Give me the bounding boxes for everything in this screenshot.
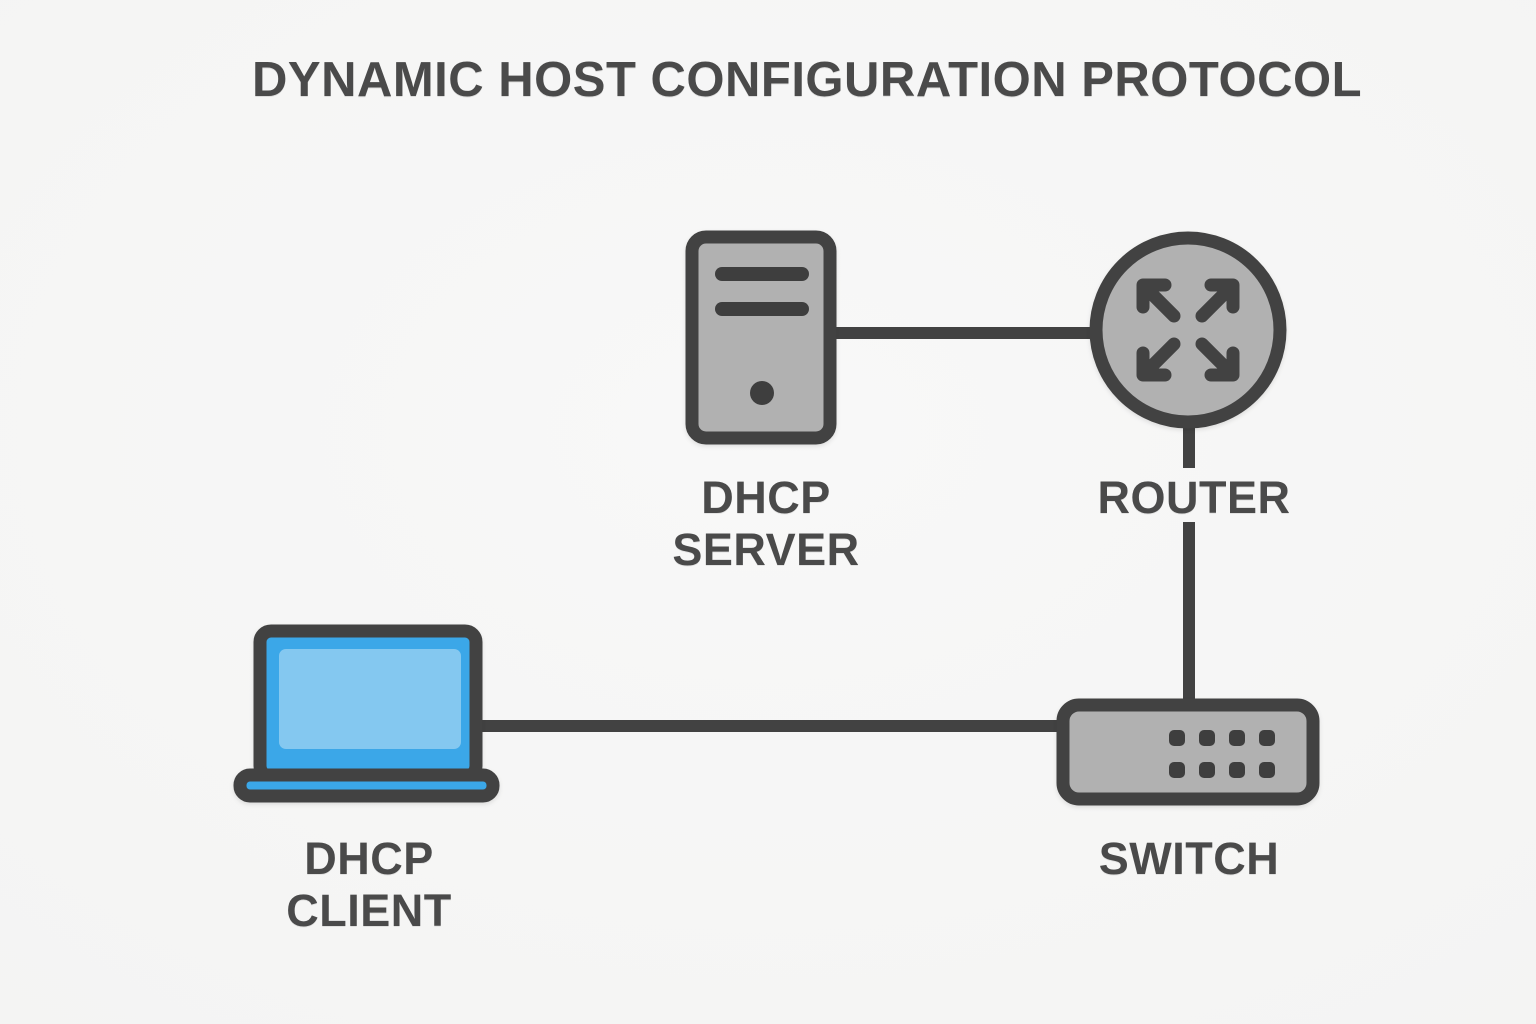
switch-port — [1199, 730, 1215, 746]
router-arrows — [1136, 278, 1240, 382]
switch-port — [1229, 762, 1245, 778]
dhcp-server-label: DHCP SERVER — [672, 472, 859, 576]
switch-port — [1169, 730, 1185, 746]
dhcp-client-label-line1: DHCP — [304, 833, 434, 884]
server-tower-icon — [685, 230, 837, 445]
server-power-dot — [750, 381, 774, 405]
switch-port — [1199, 762, 1215, 778]
laptop-screen — [279, 649, 461, 749]
switch-label: SWITCH — [1098, 833, 1280, 884]
arrow-se-icon — [1195, 337, 1240, 382]
switch-ports — [1169, 730, 1275, 778]
router-label: ROUTER — [1097, 472, 1291, 523]
switch-chassis — [1056, 698, 1320, 806]
switch-port — [1229, 730, 1245, 746]
server-vent-bar — [715, 267, 809, 281]
arrow-nw-icon — [1136, 278, 1181, 323]
switch-port — [1169, 762, 1185, 778]
dhcp-client-label: DHCP CLIENT — [286, 833, 452, 937]
laptop-icon — [233, 624, 500, 803]
server-vent-bar — [715, 302, 809, 316]
dhcp-server-label-line1: DHCP — [701, 472, 831, 523]
diagram-title: DYNAMIC HOST CONFIGURATION PROTOCOL — [252, 53, 1362, 107]
switch-port — [1259, 730, 1275, 746]
arrow-ne-icon — [1195, 278, 1240, 323]
server-chassis — [685, 230, 837, 445]
network-switch-icon — [1056, 698, 1320, 806]
switch-port — [1259, 762, 1275, 778]
dhcp-client-label-line2: CLIENT — [286, 885, 452, 936]
arrow-sw-icon — [1136, 337, 1181, 382]
dhcp-server-label-line2: SERVER — [672, 524, 860, 575]
router-body — [1089, 231, 1287, 429]
laptop-base — [233, 768, 500, 803]
router-crossed-arrows-icon — [1089, 231, 1287, 429]
